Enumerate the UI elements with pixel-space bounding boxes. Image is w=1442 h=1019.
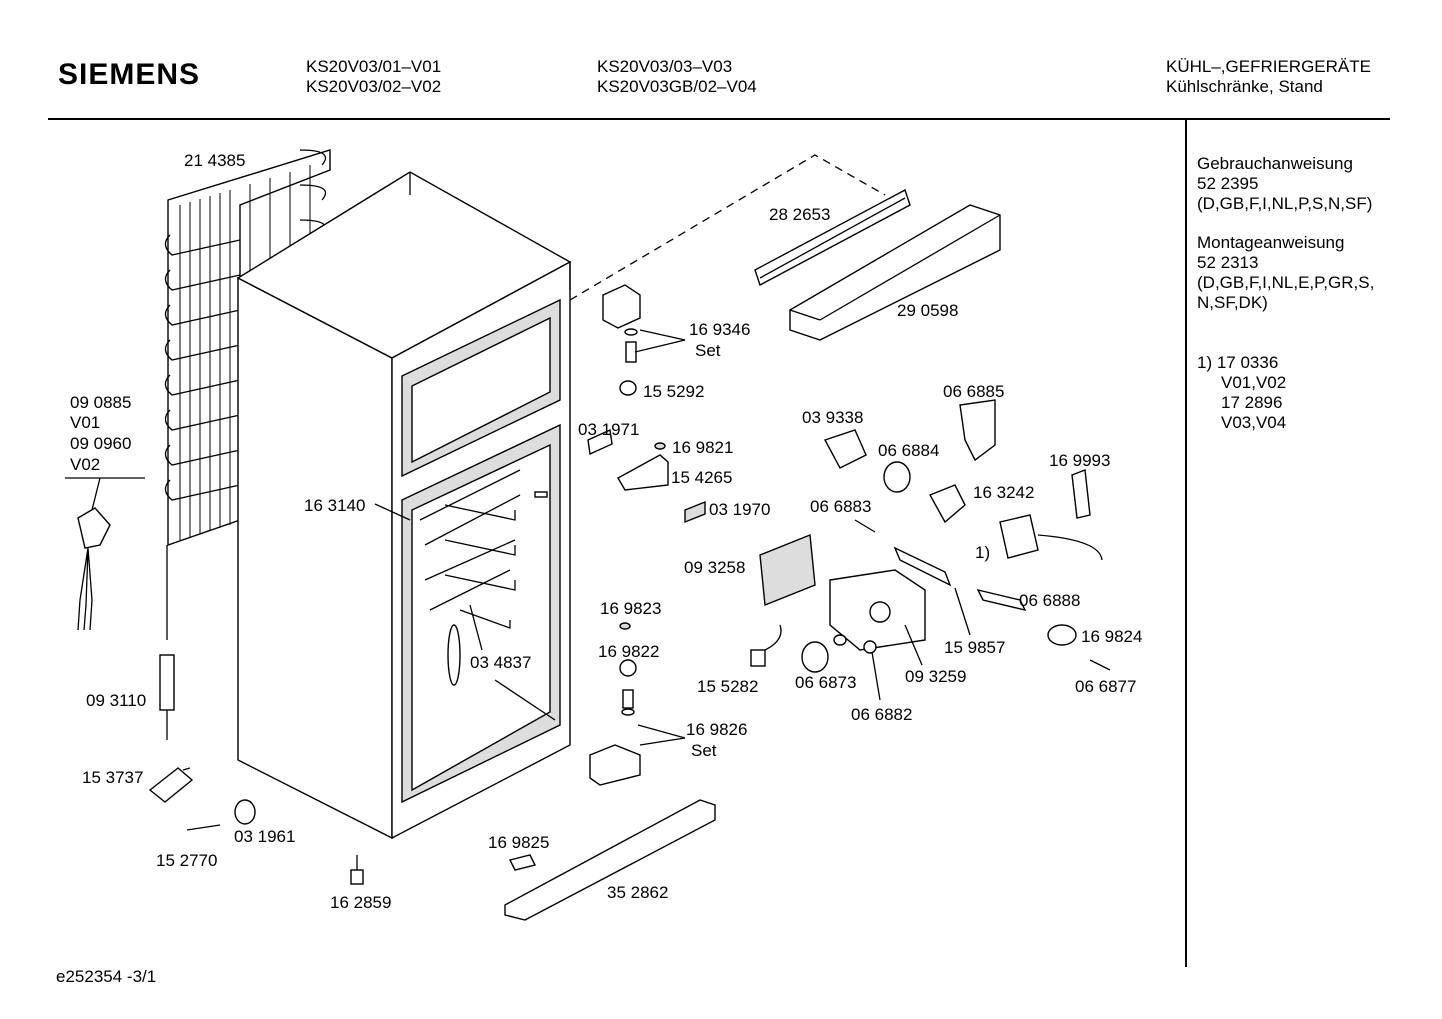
part-labels: 21 4385 09 0885 V01 09 0960 V02 09 3110 … — [70, 151, 1142, 912]
part-label: 06 6884 — [878, 441, 939, 460]
category-line: KÜHL–,GEFRIERGERÄTE — [1166, 57, 1371, 76]
condenser-coil — [159, 149, 331, 740]
part-label: 03 4837 — [470, 653, 531, 672]
part-label: 06 6888 — [1019, 591, 1080, 610]
part-label: 16 9824 — [1081, 627, 1142, 646]
part-label: 15 9857 — [944, 638, 1005, 657]
bottom-parts — [148, 767, 716, 921]
part-label: 16 9826 — [686, 720, 747, 739]
side-line: 17 2896 — [1221, 393, 1283, 412]
part-label: 09 0885 — [70, 393, 131, 412]
part-label: Set — [691, 741, 717, 760]
mounting-manual-info: Montageanweisung 52 2313 (D,GB,F,I,NL,E,… — [1197, 233, 1374, 313]
part-label: 16 3242 — [973, 483, 1034, 502]
part-label: 03 1971 — [578, 420, 639, 439]
power-cord-plug — [65, 477, 145, 631]
part-label: 09 3259 — [905, 667, 966, 686]
part-label: 28 2653 — [769, 205, 830, 224]
part-label: 15 4265 — [671, 468, 732, 487]
model-number: KS20V03/01–V01 — [306, 57, 442, 76]
footnote-info: 1) 17 0336 V01,V02 17 2896 V03,V04 — [1197, 353, 1286, 433]
document-code: e252354 -3/1 — [56, 967, 157, 986]
category-title: KÜHL–,GEFRIERGERÄTE Kühlschränke, Stand — [1166, 57, 1371, 97]
part-label: 09 0960 — [70, 434, 131, 453]
leader-lines — [182, 329, 971, 771]
rail-282653 — [754, 188, 911, 287]
side-line: 52 2395 — [1197, 174, 1259, 193]
part-label: 16 9823 — [600, 599, 661, 618]
part-label: 03 9338 — [802, 408, 863, 427]
part-label: Set — [695, 341, 721, 360]
sidebar-divider — [1185, 119, 1187, 967]
model-number: KS20V03/02–V02 — [306, 77, 442, 96]
side-line: V01,V02 — [1221, 373, 1287, 392]
side-line: N,SF,DK) — [1197, 293, 1268, 312]
part-label: 21 4385 — [184, 151, 245, 170]
part-label: 09 3258 — [684, 558, 745, 577]
part-label: 15 3737 — [82, 768, 143, 787]
part-label: 16 9825 — [488, 833, 549, 852]
model-list-2: KS20V03/03–V03 KS20V03GB/02–V04 — [597, 57, 757, 97]
model-number: KS20V03/03–V03 — [597, 57, 733, 76]
part-label: 16 9821 — [672, 438, 733, 457]
part-label: 09 3110 — [86, 691, 146, 710]
header-divider — [48, 118, 1390, 120]
model-list-1: KS20V03/01–V01 KS20V03/02–V02 — [306, 57, 441, 97]
part-label: 16 2859 — [330, 893, 391, 912]
side-line: Gebrauchanweisung — [1197, 154, 1353, 173]
side-line: (D,GB,F,I,NL,P,S,N,SF) — [1197, 194, 1373, 213]
part-label: 35 2862 — [607, 883, 668, 902]
category-line: Kühlschränke, Stand — [1166, 77, 1323, 96]
part-label: 15 5292 — [643, 382, 704, 401]
lower-hinge — [589, 622, 641, 786]
part-label: 06 6882 — [851, 705, 912, 724]
side-line: V03,V04 — [1221, 413, 1287, 432]
part-label: 06 6873 — [795, 673, 856, 692]
fridge-cabinet — [236, 171, 572, 840]
part-label: 15 5282 — [697, 677, 758, 696]
part-label: V02 — [70, 455, 100, 474]
part-label: 29 0598 — [897, 301, 958, 320]
upper-hinge — [602, 284, 641, 396]
brand-logo: SIEMENS — [58, 58, 201, 91]
part-label: 16 9346 — [689, 320, 750, 339]
side-line: Montageanweisung — [1197, 233, 1345, 252]
part-label: 03 1961 — [234, 827, 295, 846]
part-label: 16 9993 — [1049, 451, 1110, 470]
part-label: 16 3140 — [304, 496, 365, 515]
part-label: 1) — [975, 543, 990, 562]
side-line: (D,GB,F,I,NL,E,P,GR,S, — [1197, 273, 1375, 292]
part-label: 03 1970 — [709, 500, 770, 519]
part-label: 06 6885 — [943, 382, 1004, 401]
user-manual-info: Gebrauchanweisung 52 2395 (D,GB,F,I,NL,P… — [1197, 154, 1372, 214]
part-label: V01 — [70, 413, 100, 432]
model-number: KS20V03GB/02–V04 — [597, 77, 757, 96]
cover-290598 — [789, 204, 1001, 341]
part-label: 16 9822 — [598, 642, 659, 661]
side-line: 1) 17 0336 — [1197, 353, 1279, 372]
part-label: 06 6877 — [1075, 677, 1136, 696]
part-label: 06 6883 — [810, 497, 871, 516]
part-label: 15 2770 — [156, 851, 217, 870]
small-parts — [587, 399, 1111, 673]
side-line: 52 2313 — [1197, 253, 1259, 272]
